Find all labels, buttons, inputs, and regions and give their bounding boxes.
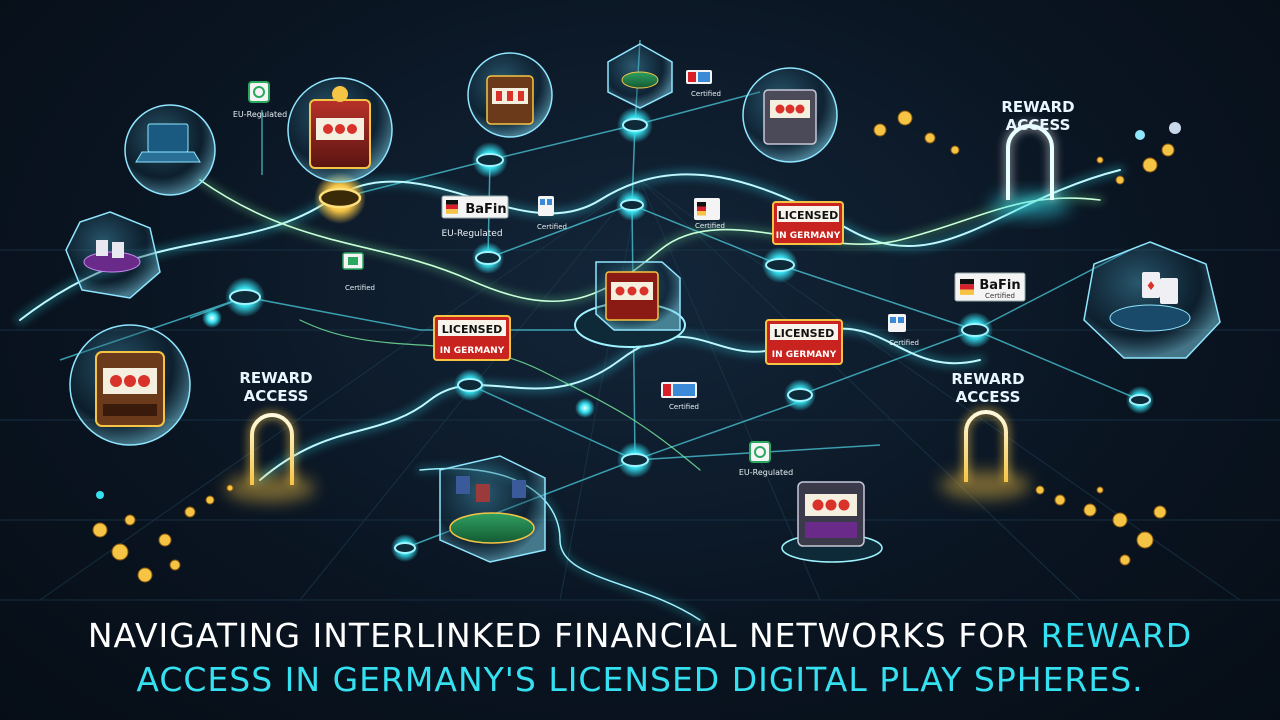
slot-standalone: [781, 481, 883, 563]
bafin-subtitle: Certified: [985, 292, 1015, 300]
certified-badge: Certified: [694, 198, 725, 230]
node: [225, 277, 265, 317]
node-gold: [314, 172, 366, 224]
poker-table-icon: [449, 476, 535, 544]
certified-badge: Certified: [342, 252, 375, 292]
reward-gate: REWARD ACCESS: [990, 98, 1075, 217]
node: [957, 312, 993, 348]
laptop-sphere: [124, 104, 216, 196]
caption-line-1-accent: REWARD: [1040, 616, 1193, 655]
coin-stream-right-bottom: [1035, 485, 1167, 566]
licensed-line2: IN GERMANY: [440, 346, 505, 356]
gate-subtitle: ACCESS: [1006, 116, 1071, 134]
licensed-line1: LICENSED: [442, 323, 502, 336]
page-caption: NAVIGATING INTERLINKED FINANCIAL NETWORK…: [0, 614, 1280, 702]
grid-floor: [0, 179, 1280, 601]
licensed-badge: LICENSED IN GERMANY: [765, 319, 843, 365]
licensed-badge: LICENSED IN GERMANY: [772, 201, 844, 245]
card-sphere: ♦: [1083, 241, 1221, 359]
slot-sphere: [287, 77, 393, 183]
node: [617, 442, 653, 478]
slot-sphere: [69, 324, 191, 446]
certified-label: Certified: [669, 403, 699, 411]
certified-badge: Certified: [686, 70, 721, 98]
bafin-title: BaFin: [979, 278, 1020, 293]
network-nodes: [202, 107, 1154, 562]
certified-badge: Certified: [661, 382, 699, 411]
node: [391, 534, 419, 562]
card-table-icon: [83, 240, 141, 273]
bafin-badge: BaFin EU-Regulated: [441, 195, 509, 239]
reward-gate: REWARD ACCESS: [225, 369, 315, 502]
card-sphere: [65, 211, 161, 299]
node: [784, 379, 816, 411]
game-spheres: ♦: [65, 43, 1221, 563]
card-table-icon: ♦: [1109, 272, 1191, 332]
node: [472, 242, 504, 274]
laptop-icon: [135, 123, 201, 163]
licensed-line2: IN GERMANY: [776, 231, 841, 241]
node: [575, 398, 595, 418]
poker-table-icon: [621, 71, 659, 89]
certified-label: Certified: [537, 223, 567, 231]
slot-cube: [574, 261, 686, 348]
licensed-line1: LICENSED: [774, 327, 834, 340]
eu-regulated-badge: EU-Regulated: [739, 441, 793, 477]
reward-gate: REWARD ACCESS: [940, 370, 1030, 499]
gate-subtitle: ACCESS: [956, 388, 1021, 406]
slot-sphere: [467, 52, 553, 138]
certified-label: Certified: [345, 284, 375, 292]
node: [617, 107, 653, 143]
caption-line-1: NAVIGATING INTERLINKED FINANCIAL NETWORK…: [0, 614, 1280, 658]
gate-subtitle: ACCESS: [244, 387, 309, 405]
certified-badge: Certified: [888, 314, 919, 347]
licensed-badge: LICENSED IN GERMANY: [433, 315, 511, 361]
caption-line-2: ACCESS IN GERMANY'S LICENSED DIGITAL PLA…: [0, 658, 1280, 702]
node: [1126, 386, 1154, 414]
poker-sphere: [607, 43, 673, 109]
licensed-line1: LICENSED: [778, 209, 838, 222]
bafin-badge: BaFin Certified: [954, 272, 1026, 302]
node: [472, 142, 508, 178]
bafin-subtitle: EU-Regulated: [441, 229, 502, 239]
node: [202, 308, 222, 328]
eu-regulated-badge: EU-Regulated: [233, 81, 287, 119]
certified-label: Certified: [691, 90, 721, 98]
coin-streams: [92, 110, 1181, 583]
slot-machine-icon: [797, 481, 865, 547]
certified-label: Certified: [889, 339, 919, 347]
licensed-line2: IN GERMANY: [772, 350, 837, 360]
slot-machine-icon: [309, 86, 371, 169]
gate-title: REWARD: [1001, 98, 1074, 116]
svg-text:♦: ♦: [1146, 279, 1157, 293]
caption-line-1-white: NAVIGATING INTERLINKED FINANCIAL NETWORK…: [87, 616, 1030, 655]
node: [454, 369, 486, 401]
poker-cube: [439, 455, 546, 563]
slot-machine-icon: [605, 271, 659, 321]
bafin-title: BaFin: [465, 202, 506, 217]
coin-stream-left: [92, 484, 234, 583]
node: [616, 189, 648, 221]
badges: BaFin EU-Regulated BaFin Certified LICEN…: [233, 70, 1026, 477]
certified-label: Certified: [695, 222, 725, 230]
certified-badge: Certified: [537, 196, 567, 231]
coin-stream-right-top: [873, 110, 1181, 185]
eu-regulated-label: EU-Regulated: [739, 468, 793, 477]
slot-sphere: [742, 67, 838, 163]
slot-machine-icon: [486, 75, 534, 125]
caption-line-2-accent: ACCESS IN GERMANY'S LICENSED DIGITAL PLA…: [136, 660, 1144, 699]
slot-machine-icon: [95, 351, 165, 427]
gate-title: REWARD: [239, 369, 312, 387]
node: [762, 247, 798, 283]
slot-machine-icon: [763, 89, 817, 145]
eu-regulated-label: EU-Regulated: [233, 110, 287, 119]
reward-gates: REWARD ACCESS REWARD ACCESS REWARD ACCES…: [225, 98, 1075, 502]
gate-title: REWARD: [951, 370, 1024, 388]
